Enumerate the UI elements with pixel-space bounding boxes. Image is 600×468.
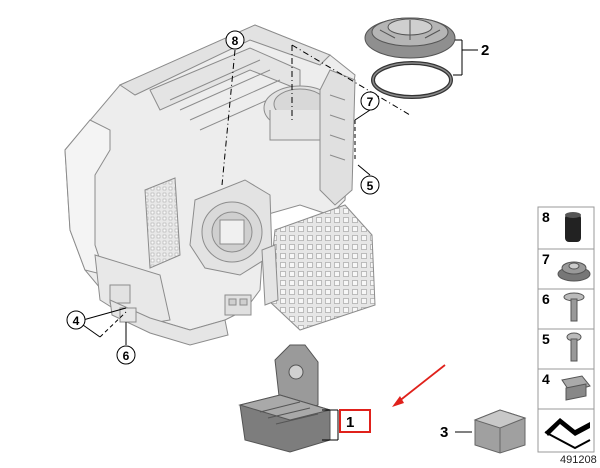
callout-4: 4 <box>66 310 86 330</box>
legend-number-4: 4 <box>542 371 550 387</box>
screw-icon <box>566 332 582 362</box>
svg-text:4: 4 <box>73 314 80 328</box>
svg-text:6: 6 <box>123 349 130 363</box>
parts-legend <box>537 206 595 453</box>
clip-nut-icon <box>561 375 591 401</box>
cover-cap-icon <box>364 17 456 59</box>
bracket-label-1: 1 <box>346 414 354 431</box>
svg-text:8: 8 <box>232 34 239 48</box>
bracket-part-icon <box>238 344 332 453</box>
highlight-arrow-icon <box>392 364 446 407</box>
legend-number-7: 7 <box>542 251 550 267</box>
grommet-icon <box>557 261 591 282</box>
reference-code: 491208 <box>560 454 597 466</box>
control-unit <box>261 204 376 331</box>
svg-text:7: 7 <box>367 95 374 109</box>
svg-text:5: 5 <box>367 179 374 193</box>
legend-number-5: 5 <box>542 331 550 347</box>
callout-8: 8 <box>225 30 245 50</box>
callout-6: 6 <box>116 345 136 365</box>
callout-7: 7 <box>360 91 380 111</box>
small-box-icon <box>473 409 527 454</box>
screw-icon <box>563 292 585 322</box>
leader-lines <box>82 39 478 441</box>
bush-icon <box>565 212 581 242</box>
exploded-view-icon <box>544 418 591 450</box>
callout-5: 5 <box>360 175 380 195</box>
bracket-label-3: 3 <box>440 424 448 441</box>
bracket-label-2: 2 <box>481 42 489 59</box>
legend-number-8: 8 <box>542 209 550 225</box>
highlight-box <box>339 409 371 433</box>
seal-ring-icon <box>371 61 453 99</box>
legend-number-6: 6 <box>542 291 550 307</box>
headlight-housing-icon <box>64 24 356 346</box>
